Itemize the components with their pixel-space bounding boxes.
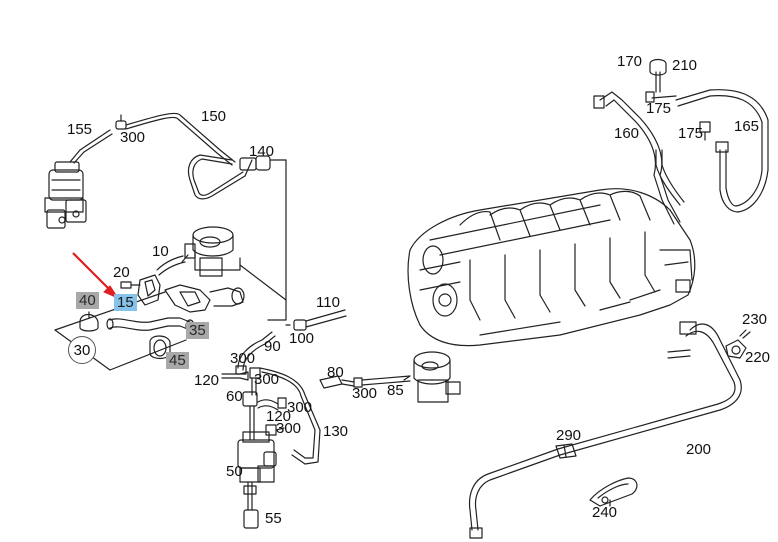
label-part-130[interactable]: 130 [323, 423, 349, 440]
label-part-155[interactable]: 155 [67, 121, 93, 138]
label-part-300-right[interactable]: 300 [254, 371, 280, 388]
part-air-pump-center[interactable] [403, 351, 461, 403]
label-part-60[interactable]: 60 [226, 388, 243, 405]
label-part-120-upper[interactable]: 120 [194, 372, 220, 389]
part-30-hose[interactable] [106, 317, 195, 333]
intake-manifold[interactable] [407, 188, 696, 347]
part-300-clamp-top[interactable] [115, 114, 127, 130]
label-part-90[interactable]: 90 [264, 338, 281, 355]
label-part-80[interactable]: 80 [327, 364, 344, 381]
label-part-110[interactable]: 110 [316, 294, 340, 311]
label-part-35[interactable]: 35 [186, 322, 209, 339]
label-part-100[interactable]: 100 [289, 330, 315, 347]
label-part-120-lower[interactable]: 120 [266, 408, 292, 425]
part-290-clip[interactable] [555, 443, 577, 459]
label-part-220[interactable]: 220 [745, 349, 771, 366]
part-140-connector[interactable] [239, 155, 271, 177]
label-part-200[interactable]: 200 [686, 441, 712, 458]
label-part-150[interactable]: 150 [201, 108, 227, 125]
part-165-hose[interactable] [675, 89, 769, 213]
label-part-230[interactable]: 230 [742, 311, 768, 328]
label-part-140[interactable]: 140 [249, 143, 275, 160]
label-part-45[interactable]: 45 [166, 352, 189, 369]
label-part-300-lower[interactable]: 300 [287, 399, 313, 416]
label-part-240[interactable]: 240 [592, 504, 618, 521]
label-part-50[interactable]: 50 [226, 463, 243, 480]
part-20-bolt[interactable] [120, 281, 141, 289]
label-part-30[interactable]: 30 [68, 336, 96, 364]
part-170-clamp[interactable] [649, 58, 667, 76]
label-part-300-top[interactable]: 300 [120, 129, 146, 146]
label-part-175-left[interactable]: 175 [646, 100, 672, 117]
part-155-valve[interactable] [44, 129, 113, 229]
part-50-valve[interactable] [237, 431, 277, 511]
part-10-air-pump[interactable] [181, 226, 287, 301]
part-elbow-hose[interactable] [164, 284, 245, 313]
label-part-160[interactable]: 160 [614, 125, 640, 142]
part-120-lower-hose[interactable] [257, 397, 287, 436]
label-part-85[interactable]: 85 [387, 382, 404, 399]
label-part-40[interactable]: 40 [76, 292, 99, 309]
part-60-connector[interactable] [242, 391, 258, 441]
part-200-hose[interactable] [468, 321, 742, 539]
label-part-20[interactable]: 20 [113, 264, 130, 281]
label-part-15-highlighted[interactable]: 15 [114, 294, 137, 311]
part-150-hose[interactable] [125, 112, 246, 200]
part-100-fitting[interactable] [285, 319, 307, 331]
label-part-165[interactable]: 165 [734, 118, 760, 135]
part-230-bolt[interactable] [739, 329, 751, 339]
part-90-hose[interactable] [235, 331, 276, 375]
label-part-210[interactable]: 210 [672, 57, 698, 74]
part-240-bracket[interactable] [589, 477, 638, 507]
part-85-hose[interactable] [353, 375, 411, 388]
part-110-hose[interactable] [305, 309, 347, 328]
label-part-290[interactable]: 290 [556, 427, 582, 444]
part-15-fitting[interactable] [137, 255, 186, 306]
label-part-10[interactable]: 10 [152, 243, 169, 260]
label-part-300-center[interactable]: 300 [352, 385, 378, 402]
part-130-hose[interactable] [259, 367, 321, 465]
label-part-300-mid[interactable]: 300 [230, 350, 256, 367]
part-40-clip[interactable] [79, 311, 99, 332]
part-220-sensor[interactable] [725, 339, 747, 359]
part-175-connector[interactable] [645, 91, 711, 141]
label-part-175-right[interactable]: 175 [678, 125, 704, 142]
part-hose-175-link[interactable] [655, 71, 685, 206]
label-part-300-bottom[interactable]: 300 [276, 420, 302, 437]
part-80-connector[interactable] [319, 375, 355, 389]
label-part-55[interactable]: 55 [265, 510, 282, 527]
label-part-170[interactable]: 170 [617, 53, 643, 70]
part-55-cap[interactable] [243, 509, 259, 529]
